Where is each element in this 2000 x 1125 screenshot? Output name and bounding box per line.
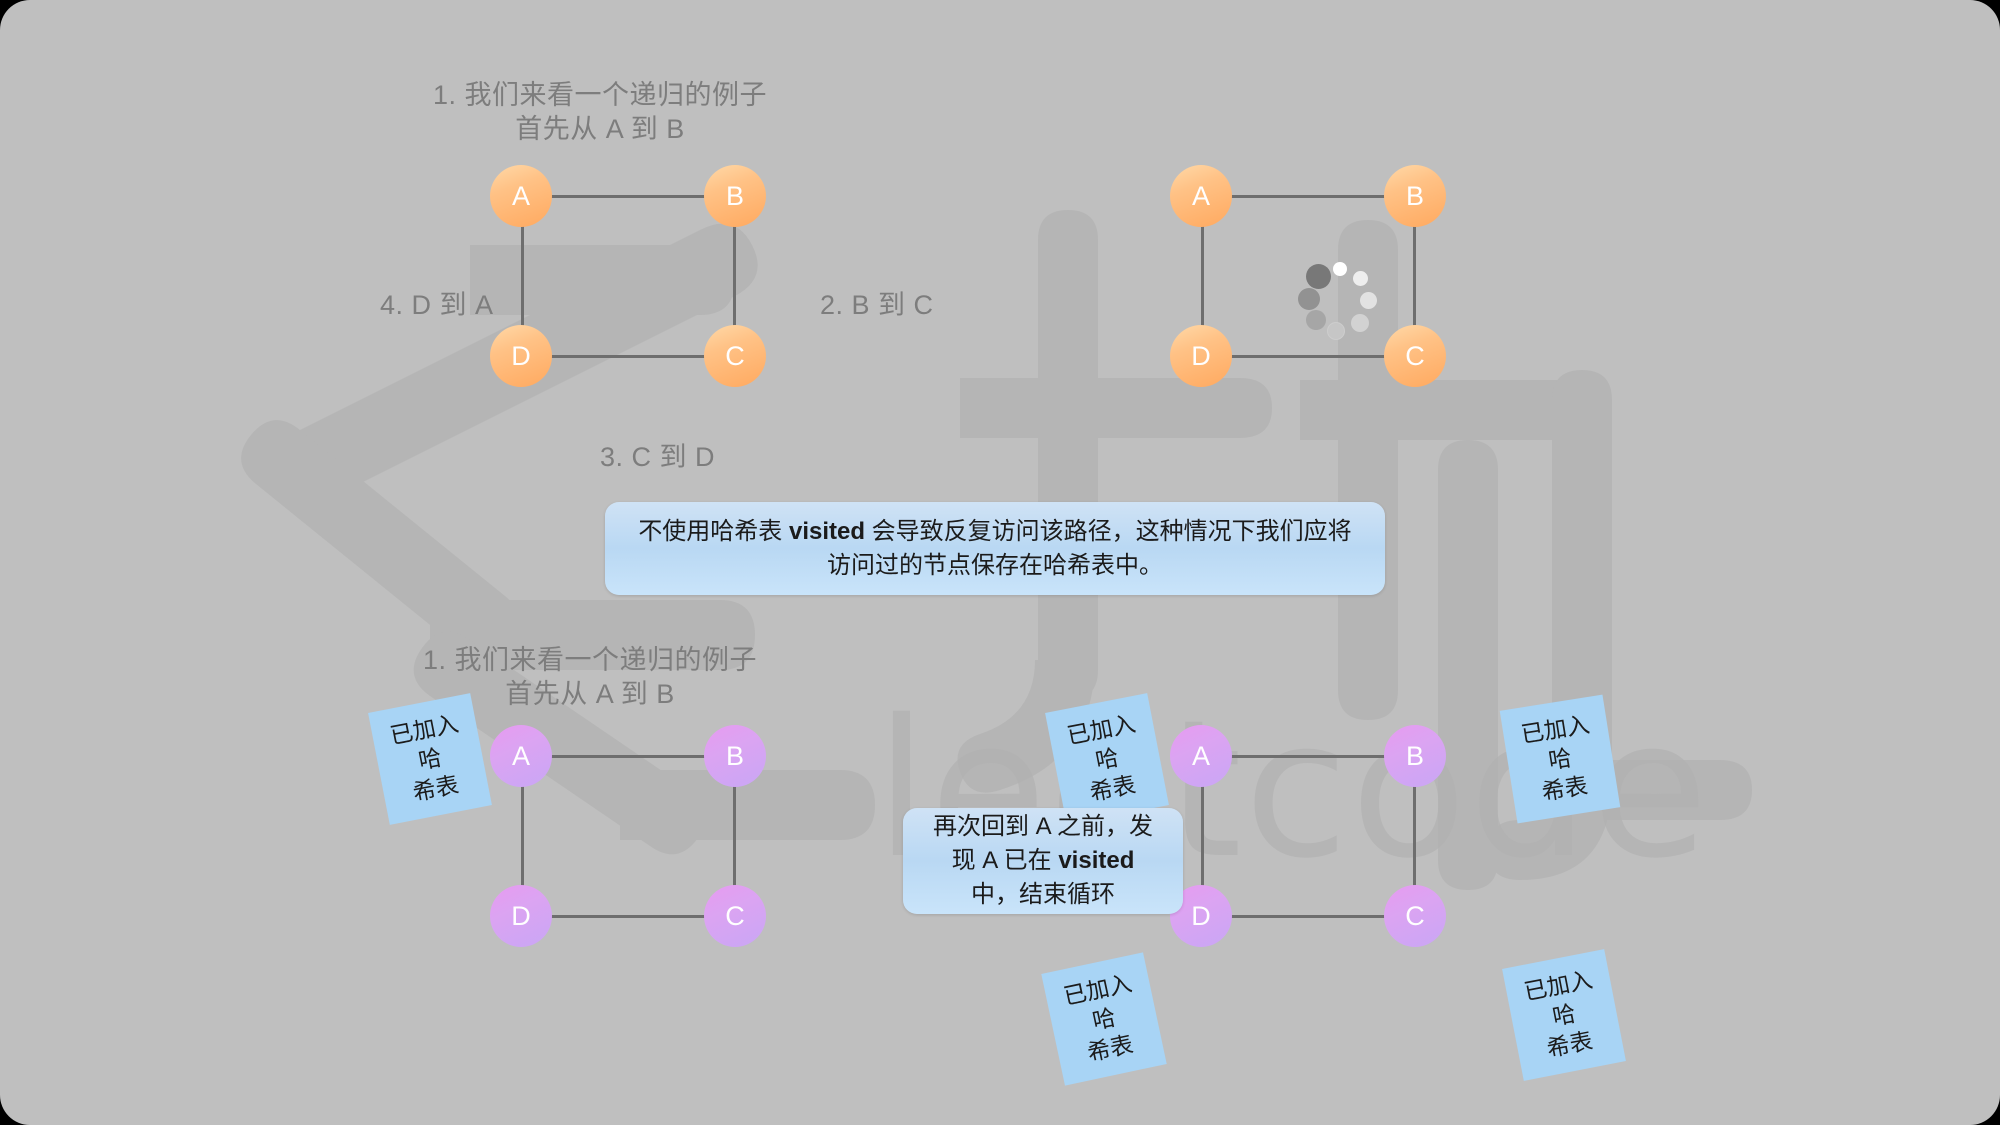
edge-a-b bbox=[521, 195, 735, 198]
loading-spinner bbox=[1295, 262, 1385, 352]
graph-node-a[interactable]: A bbox=[490, 165, 552, 227]
spinner-dot bbox=[1360, 292, 1377, 309]
graph-node-d[interactable]: D bbox=[490, 885, 552, 947]
node-label: A bbox=[1191, 740, 1210, 771]
edge-label-d-to-a: 4. D 到 A bbox=[380, 290, 494, 320]
graph-top-right: A B C D bbox=[1170, 165, 1446, 395]
spinner-dot bbox=[1353, 271, 1368, 286]
bubble-prefix: 再次回到 A 之前，发现 A 已在 bbox=[932, 813, 1154, 874]
edge-a-b bbox=[1201, 195, 1415, 198]
edge-a-d bbox=[1201, 195, 1204, 355]
loop-end-bubble: 再次回到 A 之前，发现 A 已在 visited 中，结束循环 bbox=[903, 808, 1183, 914]
bubble-bold: visited bbox=[1058, 847, 1135, 874]
top-left-step-title: 1. 我们来看一个递归的例子 首先从 A 到 B bbox=[432, 80, 768, 144]
spinner-dot bbox=[1306, 310, 1326, 330]
graph-node-b[interactable]: B bbox=[704, 725, 766, 787]
node-label: B bbox=[1405, 740, 1424, 771]
hash-tag-bottom-right-b: 已加入哈 希表 bbox=[1499, 694, 1621, 824]
spinner-dot bbox=[1327, 322, 1345, 340]
graph-node-a[interactable]: A bbox=[490, 725, 552, 787]
edge-b-c bbox=[1413, 755, 1416, 915]
spinner-dot bbox=[1306, 264, 1331, 289]
node-label: B bbox=[725, 740, 744, 771]
visited-explanation-bubble: 不使用哈希表 visited 会导致反复访问该路径，这种情况下我们应将访问过的节… bbox=[605, 502, 1385, 595]
edge-d-c bbox=[1201, 915, 1415, 918]
bubble-bold: visited bbox=[788, 517, 866, 545]
graph-bottom-left: A B C D bbox=[490, 725, 766, 955]
hash-tag-bottom-right-d: 已加入哈 希表 bbox=[1041, 952, 1167, 1086]
node-label: D bbox=[1191, 900, 1211, 931]
node-label: C bbox=[1405, 340, 1425, 371]
bubble-suffix: 中，结束循环 bbox=[971, 881, 1115, 908]
bubble-prefix: 不使用哈希表 bbox=[638, 517, 789, 545]
graph-node-c[interactable]: C bbox=[704, 325, 766, 387]
spinner-dot bbox=[1333, 262, 1347, 276]
graph-bottom-right: A B C D bbox=[1170, 725, 1446, 955]
edge-a-d bbox=[521, 195, 524, 355]
edge-d-c bbox=[521, 915, 735, 918]
graph-node-c[interactable]: C bbox=[1384, 885, 1446, 947]
spinner-dot bbox=[1298, 288, 1320, 310]
node-label: D bbox=[1191, 340, 1211, 371]
graph-top-left: A B C D bbox=[490, 165, 766, 395]
node-label: B bbox=[1405, 180, 1424, 211]
edge-b-c bbox=[733, 755, 736, 915]
edge-a-d bbox=[521, 755, 524, 915]
edge-a-b bbox=[1201, 755, 1415, 758]
hash-tag-bottom-right-c: 已加入哈 希表 bbox=[1502, 949, 1626, 1081]
graph-node-b[interactable]: B bbox=[704, 165, 766, 227]
spinner-dot bbox=[1351, 314, 1369, 332]
node-label: A bbox=[511, 180, 530, 211]
bottom-left-step-title: 1. 我们来看一个递归的例子 首先从 A 到 B bbox=[422, 645, 758, 709]
node-label: A bbox=[511, 740, 530, 771]
graph-node-a[interactable]: A bbox=[1170, 165, 1232, 227]
bubble-suffix: 会导致反复访问该路径，这种情况下我们应将访问过的节点保存在哈希表中。 bbox=[827, 517, 1352, 579]
hash-tag-bottom-left-a: 已加入哈 希表 bbox=[368, 693, 492, 825]
graph-node-d[interactable]: D bbox=[490, 325, 552, 387]
node-label: D bbox=[511, 340, 531, 371]
node-label: C bbox=[725, 900, 745, 931]
node-label: B bbox=[725, 180, 744, 211]
bubble-text: 再次回到 A 之前，发现 A 已在 visited 中，结束循环 bbox=[925, 810, 1161, 912]
graph-node-c[interactable]: C bbox=[704, 885, 766, 947]
node-label: C bbox=[725, 340, 745, 371]
edge-b-c bbox=[1413, 195, 1416, 355]
graph-node-d[interactable]: D bbox=[1170, 325, 1232, 387]
edge-d-c bbox=[521, 355, 735, 358]
node-label: C bbox=[1405, 900, 1425, 931]
edge-a-b bbox=[521, 755, 735, 758]
graph-node-c[interactable]: C bbox=[1384, 325, 1446, 387]
edge-b-c bbox=[733, 195, 736, 355]
graph-node-b[interactable]: B bbox=[1384, 165, 1446, 227]
edge-d-c bbox=[1201, 355, 1415, 358]
node-label: A bbox=[1191, 180, 1210, 211]
node-label: D bbox=[511, 900, 531, 931]
graph-node-b[interactable]: B bbox=[1384, 725, 1446, 787]
edge-label-b-to-c: 2. B 到 C bbox=[820, 290, 934, 320]
bubble-text: 不使用哈希表 visited 会导致反复访问该路径，这种情况下我们应将访问过的节… bbox=[627, 515, 1363, 583]
hash-tag-bottom-right-a: 已加入哈 希表 bbox=[1045, 693, 1169, 825]
edge-label-c-to-d: 3. C 到 D bbox=[600, 442, 716, 472]
edge-a-d bbox=[1201, 755, 1204, 915]
graph-node-a[interactable]: A bbox=[1170, 725, 1232, 787]
